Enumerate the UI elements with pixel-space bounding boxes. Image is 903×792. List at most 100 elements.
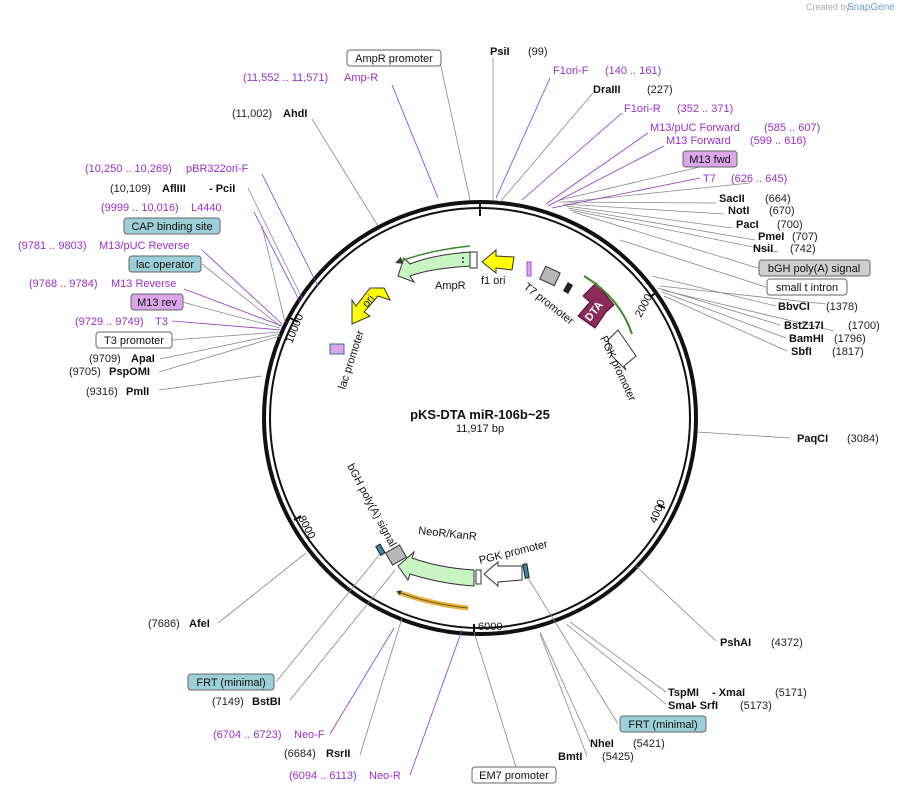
site-pmei[interactable]: PmeI (707) [758,231,818,243]
feature-lac-promoter [329,343,345,355]
svg-text:- SrfI: - SrfI [693,700,718,712]
svg-text:pBR322ori-F: pBR322ori-F [186,163,249,175]
feature-neor-kanr[interactable] [396,550,475,611]
svg-text:FRT (minimal): FRT (minimal) [196,677,265,689]
svg-text:M13/pUC Forward: M13/pUC Forward [650,122,740,134]
primer-l4440[interactable]: (9999 .. 10,016) L4440 [101,202,222,214]
site-draiii[interactable]: DraIII (227) [593,84,673,96]
site-bstbi[interactable]: (7149) BstBI [212,696,281,708]
feature-dta[interactable] [577,275,633,335]
label-lac-promoter: lac promoter [336,329,366,391]
site-bmti[interactable]: BmtI (5425) [558,751,634,763]
box-t3-promoter[interactable]: T3 promoter [95,331,173,349]
feature-pgk-promoter-top[interactable] [607,329,637,371]
site-paqci[interactable]: PaqCI (3084) [797,433,879,445]
svg-text:small t intron: small t intron [776,282,838,294]
svg-text:M13 rev: M13 rev [137,297,177,309]
svg-text:PsiI: PsiI [490,46,510,58]
feature-ori[interactable] [351,287,391,325]
primer-f1ori-f[interactable]: F1ori-F (140 .. 161) [553,65,661,77]
box-m13-fwd[interactable]: M13 fwd [682,150,738,168]
svg-text:EM7 promoter: EM7 promoter [479,770,549,782]
label-bgh-polya-inner: bGH poly(A) signal [344,462,398,549]
site-psppomi[interactable]: (9705) PspOMI [69,366,150,378]
svg-text:(1796): (1796) [834,333,866,345]
site-bamhi[interactable]: BamHI (1796) [789,333,866,345]
primer-f1ori-r[interactable]: F1ori-R (352 .. 371) [624,103,733,115]
svg-text:M13 Forward: M13 Forward [666,135,731,147]
site-bstz17i[interactable]: BstZ17I (1700) [784,320,880,332]
site-apai[interactable]: (9709) ApaI [89,353,155,365]
svg-text:(1817): (1817) [832,346,864,358]
primer-neo-r[interactable]: (6094 .. 6113) Neo-R [289,770,401,782]
svg-text:(99): (99) [528,46,548,58]
primer-t7[interactable]: T7 (626 .. 645) [703,173,787,185]
primer-m13-puc-reverse[interactable]: (9781 .. 9803) M13/pUC Reverse [18,240,189,252]
svg-text:(140 .. 161): (140 .. 161) [605,65,661,77]
site-noti[interactable]: NotI (670) [728,205,795,217]
box-frt-minimal-left[interactable]: FRT (minimal) [187,673,275,691]
feature-f1-ori[interactable] [481,248,515,275]
tick-4000: 4000 [648,498,668,525]
svg-text:ApaI: ApaI [131,353,155,365]
label-pgk-promoter-bottom: PGK promoter [478,538,549,567]
site-smai-srfi[interactable]: SmaI - SrfI (5173) [668,700,772,712]
site-sacii[interactable]: SacII (664) [719,193,791,205]
svg-text:(700): (700) [777,219,803,231]
box-bgh-polya[interactable]: bGH poly(A) signal [758,259,871,277]
primer-m13-forward[interactable]: M13 Forward (599 .. 616) [666,135,806,147]
svg-text:SmaI: SmaI [668,700,694,712]
svg-text:(6094 .. 6113): (6094 .. 6113) [289,770,357,782]
svg-text:NotI: NotI [728,205,749,217]
primer-m13-reverse[interactable]: (9768 .. 9784) M13 Reverse [29,278,176,290]
svg-text:Neo-F: Neo-F [294,729,325,741]
svg-text:(1378): (1378) [826,301,858,313]
site-bbvci[interactable]: BbvCI (1378) [778,301,858,313]
box-em7-promoter[interactable]: EM7 promoter [471,766,557,784]
site-ahdi[interactable]: (11,002) AhdI [232,108,307,120]
site-afei[interactable]: (7686) AfeI [148,618,210,630]
svg-text:PspOMI: PspOMI [109,366,150,378]
svg-text:F1ori-F: F1ori-F [553,65,589,77]
feature-pgk-promoter-bottom[interactable] [475,560,530,588]
site-tspmi-xmai[interactable]: TspMI - XmaI (5171) [668,687,807,699]
site-nsii[interactable]: NsiI (742) [753,243,816,255]
box-lac-operator[interactable]: lac operator [128,255,202,273]
primer-neo-f[interactable]: (6704 .. 6723) Neo-F [213,729,325,741]
box-small-t-intron[interactable]: small t intron [766,278,848,296]
svg-text:Neo-R: Neo-R [369,770,401,782]
label-neor-kanr: NeoR/KanR [418,525,478,543]
label-f1-ori: f1 ori [481,275,505,287]
svg-text:lac operator: lac operator [136,259,194,271]
svg-text:(5171): (5171) [775,687,807,699]
svg-text:CAP binding site: CAP binding site [131,221,212,233]
svg-text:AfeI: AfeI [189,618,210,630]
primer-amp-r[interactable]: (11,552 .. 11,571) Amp-R [243,72,378,84]
site-sbfi[interactable]: SbfI (1817) [791,346,864,358]
svg-text:(6684): (6684) [284,748,316,760]
svg-text:AhdI: AhdI [283,108,307,120]
site-psii[interactable]: PsiI (99) [490,46,548,58]
tick-2000: 2000 [633,292,655,319]
svg-text:- XmaI: - XmaI [712,687,745,699]
box-ampr-promoter[interactable]: AmpR promoter [346,49,442,67]
svg-text:(9316): (9316) [86,386,118,398]
site-rsrii[interactable]: (6684) RsrII [284,748,350,760]
primer-pbr322ori-f[interactable]: (10,250 .. 10,269) pBR322ori-F [85,163,249,175]
site-nhei[interactable]: NheI (5421) [590,738,665,750]
site-pmli[interactable]: (9316) PmlI [86,386,149,398]
box-cap-binding-site[interactable]: CAP binding site [123,217,221,235]
feature-ampr[interactable] [395,245,473,284]
svg-text:(11,552 .. 11,571): (11,552 .. 11,571) [243,72,328,84]
svg-text:bGH poly(A) signal: bGH poly(A) signal [768,263,860,275]
primer-leader-lines [171,77,701,776]
site-afliii-pcii[interactable]: (10,109) AflIII - PciI [110,183,235,195]
site-paci[interactable]: PacI (700) [736,219,803,231]
svg-text:(227): (227) [647,84,673,96]
svg-text:(742): (742) [790,243,816,255]
primer-t3[interactable]: (9729 .. 9749) T3 [75,316,168,328]
box-m13-rev[interactable]: M13 rev [130,293,184,311]
box-frt-minimal-right[interactable]: FRT (minimal) [619,715,707,733]
site-pshai[interactable]: PshAI (4372) [720,637,803,649]
primer-m13-puc-forward[interactable]: M13/pUC Forward (585 .. 607) [650,122,820,134]
